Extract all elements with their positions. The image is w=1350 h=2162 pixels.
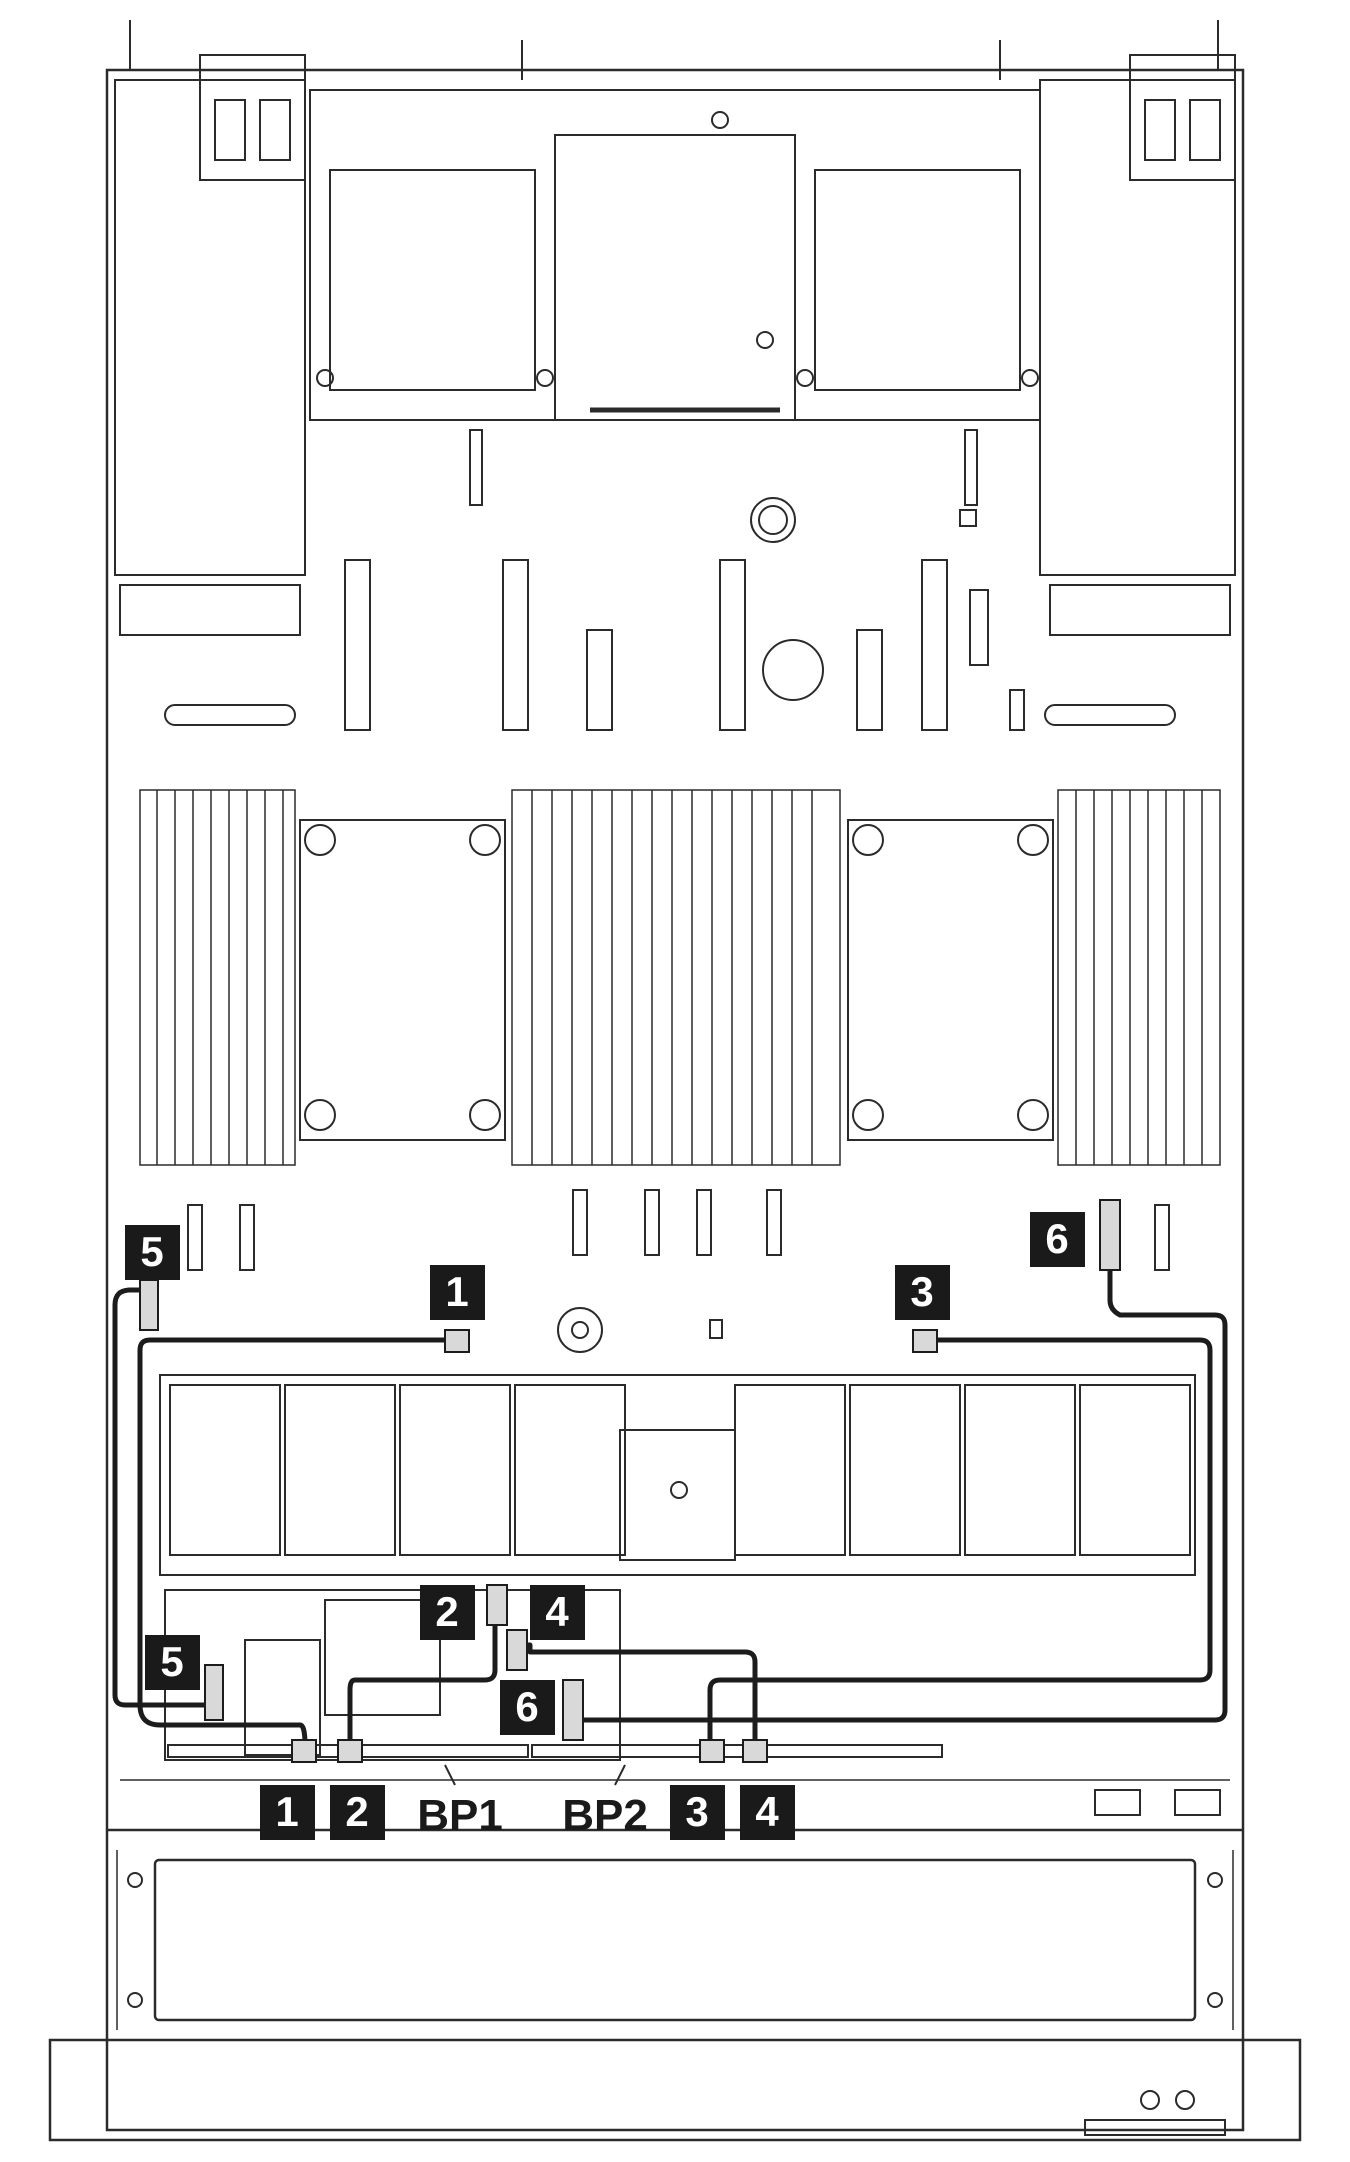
connector-1-bp: [291, 1739, 317, 1763]
connector-4-bp: [742, 1739, 768, 1763]
svg-text:5: 5: [140, 1228, 163, 1275]
svg-text:1: 1: [445, 1268, 468, 1315]
connector-6-top: [1099, 1199, 1121, 1271]
callout-1-top: 1: [430, 1265, 485, 1320]
dimm-slots-right: [1057, 789, 1221, 1166]
chassis-handles: [129, 20, 1236, 181]
cable-2: [347, 1615, 498, 1755]
svg-text:2: 2: [435, 1588, 458, 1635]
lower-connectors: [187, 1189, 1170, 1353]
cables: [112, 1260, 1228, 1755]
callout-5-top: 5: [125, 1225, 180, 1280]
callout-6-mid: 6: [500, 1680, 555, 1735]
cable-4: [520, 1642, 758, 1755]
callout-3-bottom: 3: [670, 1785, 725, 1840]
connector-5-top: [139, 1279, 159, 1331]
connector-2-bp: [337, 1739, 363, 1763]
callout-6-top: 6: [1030, 1212, 1085, 1267]
connector-1-top: [444, 1329, 470, 1353]
fan-cage: [159, 1374, 1196, 1576]
callout-4-bottom: 4: [740, 1785, 795, 1840]
svg-text:6: 6: [515, 1683, 538, 1730]
svg-text:3: 3: [910, 1268, 933, 1315]
cable-3: [707, 1337, 1213, 1755]
connector-3-top: [912, 1329, 938, 1353]
dimm-slots-center: [511, 789, 841, 1166]
backplane-2-label: BP2: [562, 1791, 648, 1840]
svg-text:5: 5: [160, 1638, 183, 1685]
riser-connectors: [164, 559, 1176, 731]
svg-text:3: 3: [685, 1788, 708, 1835]
cable-1: [137, 1337, 455, 1746]
callout-1-bottom: 1: [260, 1785, 315, 1840]
dimm-slots-left: [139, 789, 296, 1166]
svg-text:2: 2: [345, 1788, 368, 1835]
connector-3-bp: [699, 1739, 725, 1763]
power-supply-area: [114, 79, 1236, 636]
svg-text:4: 4: [545, 1588, 569, 1635]
backplane-area: [120, 1589, 1230, 1816]
connector-6-mid: [562, 1679, 584, 1741]
callout-3-top: 3: [895, 1265, 950, 1320]
callout-5-mid: 5: [145, 1635, 200, 1690]
callout-2-bottom: 2: [330, 1785, 385, 1840]
backplane-1-label: BP1: [417, 1791, 503, 1840]
connector-5-mid: [204, 1664, 224, 1721]
processor-socket-2: [847, 819, 1054, 1141]
svg-text:6: 6: [1045, 1215, 1068, 1262]
connector-2-mid: [486, 1584, 508, 1626]
cable-5: [112, 1287, 205, 1708]
processor-socket-1: [299, 819, 506, 1141]
front-panel-details: [127, 1872, 1226, 2136]
cable-6: [580, 1260, 1228, 1723]
svg-text:4: 4: [755, 1788, 779, 1835]
connector-4-mid: [506, 1629, 528, 1671]
svg-text:1: 1: [275, 1788, 298, 1835]
connectors: [139, 1199, 1121, 1763]
callout-2-mid: 2: [420, 1585, 475, 1640]
chassis: [48, 68, 1302, 2142]
callout-4-mid: 4: [530, 1585, 585, 1640]
screws-top: [316, 369, 1039, 387]
